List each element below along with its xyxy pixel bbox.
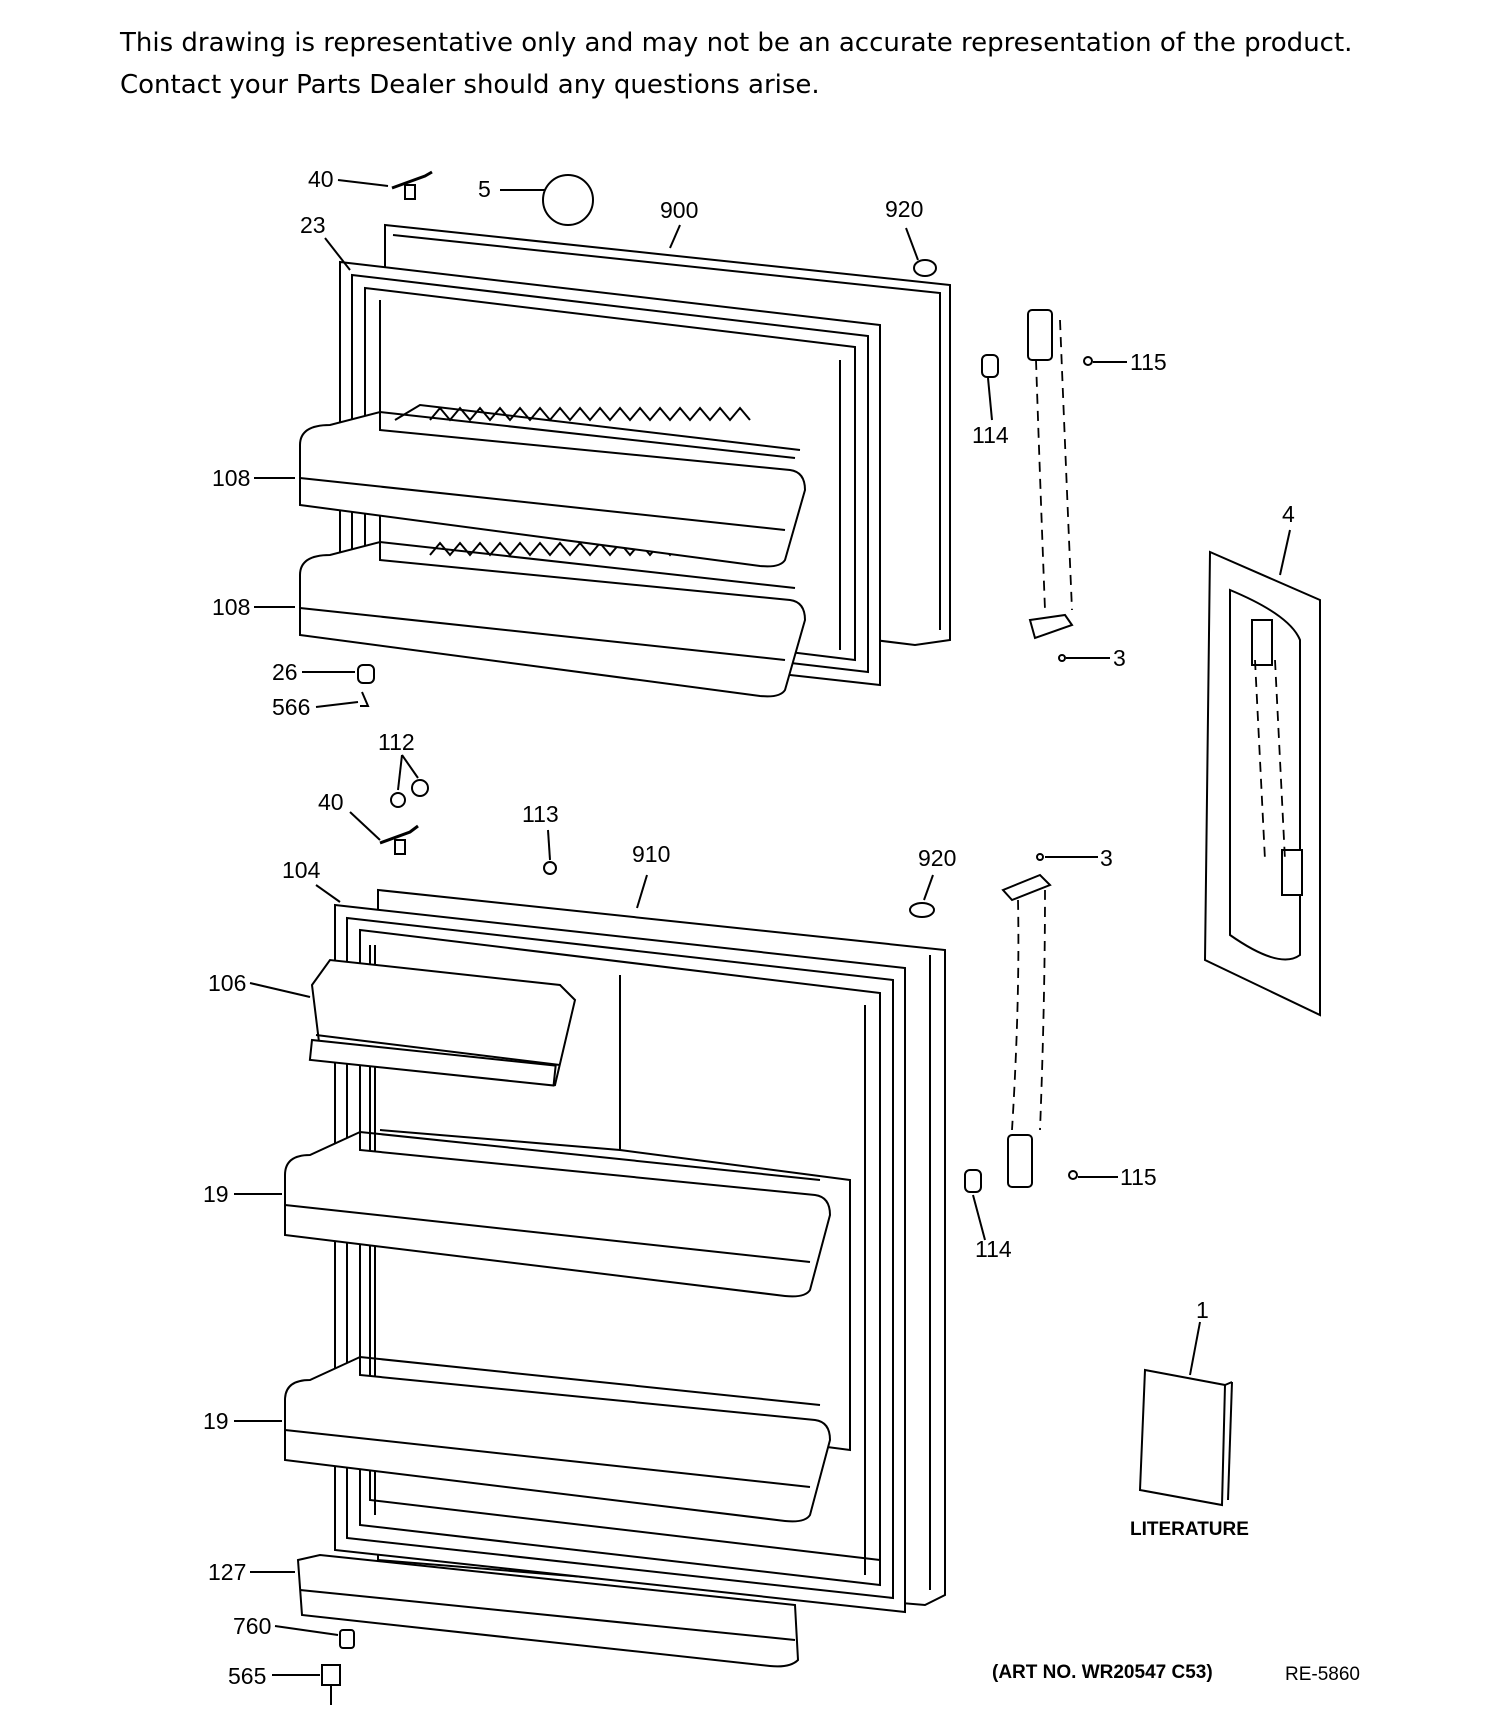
- literature-label: LITERATURE: [1130, 1519, 1249, 1540]
- screw-part-566: [360, 691, 370, 707]
- screw-part-565: [321, 1664, 341, 1705]
- freezer-shelf-lower: [299, 540, 807, 698]
- disclaimer-line-1: This drawing is representative only and …: [120, 28, 1353, 58]
- hinge-part-40-lower: [379, 824, 419, 855]
- callout-19-upper: 19: [203, 1181, 229, 1207]
- callout-566: 566: [272, 694, 310, 720]
- bumper-part-26: [357, 664, 375, 684]
- reference-code: RE-5860: [1285, 1664, 1360, 1685]
- callout-104: 104: [282, 857, 321, 883]
- door-bin-upper-part-19: [284, 1130, 832, 1298]
- callout-115-top: 115: [1130, 349, 1167, 375]
- plug-part-920-top: [913, 259, 937, 277]
- screws-part-112: [390, 779, 429, 808]
- callout-113: 113: [522, 801, 559, 827]
- plug-part-5: [542, 174, 594, 226]
- callout-920-top: 920: [885, 196, 923, 222]
- callout-1: 1: [1196, 1297, 1209, 1323]
- callout-115-bottom: 115: [1120, 1164, 1157, 1190]
- callout-23: 23: [300, 212, 326, 238]
- callout-114-bottom: 114: [975, 1236, 1012, 1262]
- callout-5: 5: [478, 176, 491, 202]
- door-bin-lower-part-19: [284, 1355, 832, 1523]
- callout-40-top: 40: [308, 166, 334, 192]
- callout-26: 26: [272, 659, 298, 685]
- callout-3-top: 3: [1113, 645, 1126, 671]
- callout-labels: 40 5 900 920 23 115 114 108 108 4 3 26 5…: [203, 166, 1295, 1689]
- callout-920-bottom: 920: [918, 845, 956, 871]
- freezer-hinge-part-40: [391, 170, 433, 200]
- callout-108-upper: 108: [212, 465, 250, 491]
- mount-part-114-top: [981, 354, 999, 378]
- disclaimer-line-2: Contact your Parts Dealer should any que…: [120, 70, 820, 100]
- screw-part-115-top: [1083, 356, 1093, 366]
- freezer-shelf-upper: [299, 410, 807, 568]
- leader-lines: [234, 179, 1291, 1676]
- callout-4: 4: [1282, 501, 1295, 527]
- kick-trim-part-127: [296, 1553, 800, 1668]
- screw-part-3-top: [1058, 654, 1066, 662]
- callout-19-lower: 19: [203, 1408, 229, 1434]
- callout-900: 900: [660, 197, 698, 223]
- screw-part-3-bottom: [1036, 853, 1044, 861]
- callout-112: 112: [378, 729, 415, 755]
- handle-cover-part-4: [1203, 550, 1321, 1017]
- callout-565: 565: [228, 1663, 266, 1689]
- callout-760: 760: [233, 1613, 271, 1639]
- fresh-food-handle: [1001, 873, 1052, 1188]
- callout-108-lower: 108: [212, 594, 250, 620]
- screw-part-115-bottom: [1068, 1170, 1078, 1180]
- cam-part-760: [339, 1629, 355, 1649]
- mount-part-114-bottom: [964, 1169, 982, 1193]
- callout-114-top: 114: [972, 422, 1009, 448]
- art-number: (ART NO. WR20547 C53): [992, 1662, 1213, 1683]
- freezer-handle: [1027, 309, 1074, 640]
- callout-106: 106: [208, 970, 246, 996]
- callout-910: 910: [632, 841, 670, 867]
- bushing-part-113: [543, 861, 557, 875]
- callout-127: 127: [208, 1559, 246, 1585]
- literature-booklet-part-1: [1138, 1368, 1233, 1507]
- callout-3-bottom: 3: [1100, 845, 1113, 871]
- disclaimer: This drawing is representative only and …: [120, 22, 1352, 106]
- dairy-compartment-part-106: [308, 958, 577, 1087]
- plug-part-920-bottom: [909, 902, 935, 918]
- callout-40-lower: 40: [318, 789, 344, 815]
